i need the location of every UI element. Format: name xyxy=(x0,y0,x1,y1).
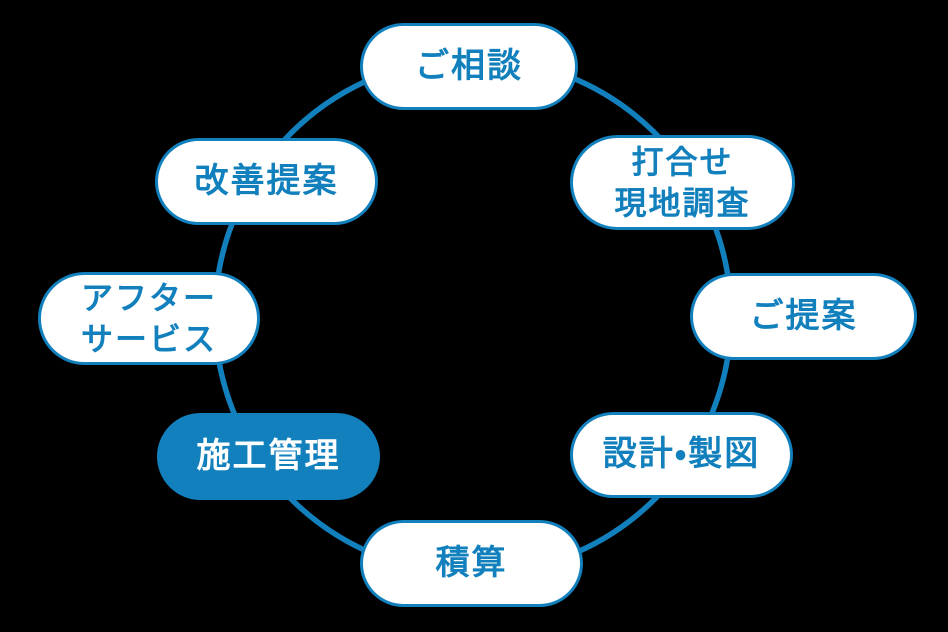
step-construction-management: 施工管理 xyxy=(157,413,380,500)
step-design-drafting: 設計・製図 xyxy=(570,412,793,498)
step-proposal: ご提案 xyxy=(690,273,917,360)
step-consultation: ご相談 xyxy=(360,23,578,110)
step-improvement-proposal: 改善提案 xyxy=(155,138,378,225)
step-meeting-site-survey: 打合せ 現地調査 xyxy=(570,135,795,230)
step-after-service: アフター サービス xyxy=(38,272,260,365)
step-estimation: 積算 xyxy=(360,520,583,607)
